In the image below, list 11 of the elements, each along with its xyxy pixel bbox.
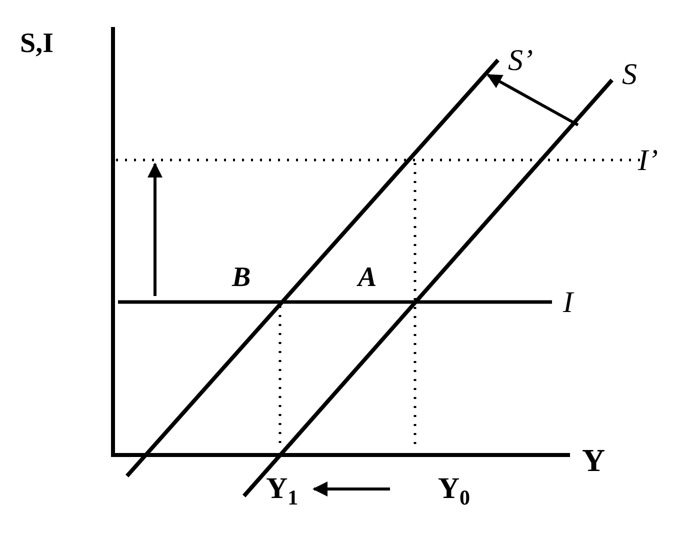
axis-value-label: Y$_{0}$	[438, 474, 470, 512]
curve-label: S	[622, 60, 637, 90]
axis-label: Y	[582, 444, 606, 476]
axis-title: S,I	[20, 30, 54, 58]
axis-value-label: Y$_{1}$	[266, 474, 298, 512]
curve-label: S’	[508, 46, 533, 76]
point-label: B	[232, 264, 251, 292]
arrow	[312, 482, 390, 496]
point-label: A	[358, 264, 377, 292]
curve-label: I’	[638, 146, 658, 176]
curve-label: I	[563, 288, 573, 318]
